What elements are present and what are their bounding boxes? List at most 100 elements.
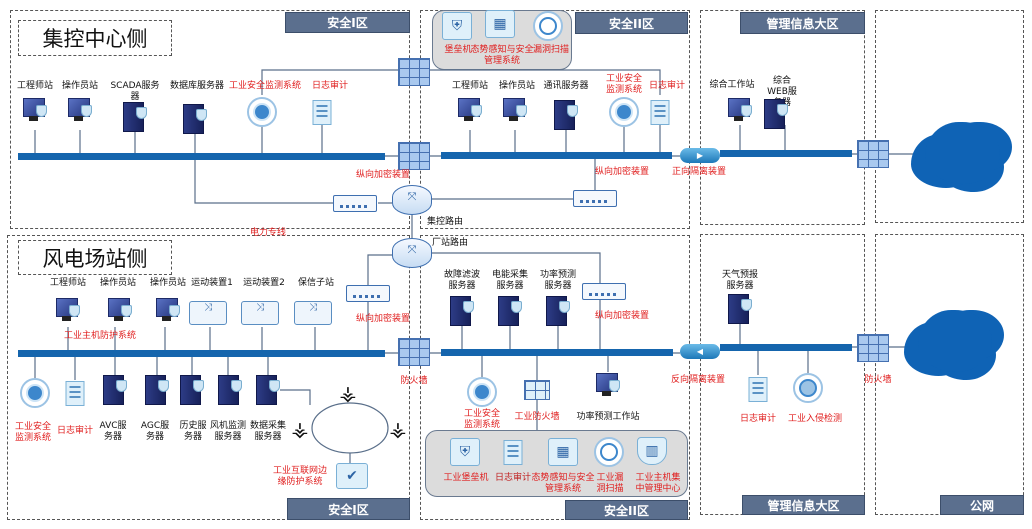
label-router: 集控路由 [426, 217, 464, 227]
workstation-icon [596, 373, 620, 399]
label-encryptor: 纵向加密装置 [594, 167, 650, 177]
node-label: 日志审计 [739, 414, 777, 424]
node-label: 工业入侵检测 [787, 414, 843, 424]
security-monitor-icon [20, 378, 50, 408]
zone-top-public [875, 10, 1024, 223]
workstation-icon [458, 98, 482, 124]
label-host-protection: 工业主机防护系统 [63, 331, 137, 341]
edge-protection-icon: ✔ [336, 463, 368, 489]
zone-header: 安全II区 [575, 12, 688, 34]
server-icon [764, 97, 788, 129]
wind-turbine-icon: ⚶ [291, 417, 309, 441]
node-label: 通讯服务器 [543, 81, 589, 91]
node-label: 操作员站 [61, 81, 99, 91]
group-label: 工业漏洞扫描 [596, 473, 624, 494]
network-bus [18, 153, 385, 160]
situation-awareness-icon: ▦ [548, 438, 578, 466]
forward-isolation-icon: ▶ [680, 148, 720, 163]
node-label: 工程师站 [16, 81, 54, 91]
vulnerability-scan-icon [594, 437, 624, 467]
node-label: 历史服务器 [179, 421, 207, 442]
wind-turbine-icon: ⚶ [389, 417, 407, 441]
node-label: AGC服务器 [140, 421, 170, 442]
workstation-icon [156, 298, 180, 324]
label-dedicated-line: 电力专线 [249, 228, 287, 238]
server-icon [728, 292, 752, 324]
encryption-device-icon [346, 285, 390, 302]
group-label: 态势感知与安全管理系统 [470, 45, 534, 66]
cloud-icon [925, 122, 1000, 184]
workstation-icon [503, 98, 527, 124]
section-title-control-center: 集控中心侧 [18, 20, 172, 56]
group-label: 工业堡垒机 [443, 473, 489, 483]
node-label: 综合工作站 [709, 80, 755, 90]
network-bus [441, 349, 673, 356]
server-icon [554, 98, 578, 130]
encryption-device-icon [573, 190, 617, 207]
zone-header: 安全I区 [285, 12, 410, 33]
firewall-icon [398, 338, 430, 366]
node-label: 操作员站 [498, 81, 536, 91]
node-label: 操作员站 [149, 278, 187, 288]
node-label: 风机监测服务器 [209, 421, 246, 442]
zone-header: 管理信息大区 [740, 12, 865, 34]
host-management-icon: ▥ [637, 437, 667, 465]
node-label: 工程师站 [451, 81, 489, 91]
label-encryptor: 纵向加密装置 [594, 311, 650, 321]
node-label: 工业安全监测系统 [14, 422, 51, 443]
label-reverse-isolation: 反向隔离装置 [670, 375, 726, 385]
node-label: 功率预测工作站 [576, 412, 640, 422]
node-label: 日志审计 [648, 81, 686, 91]
group-label: 工业主机集中管理中心 [635, 473, 681, 494]
zone-top-safety1 [10, 10, 410, 229]
bastion-host-icon: ⛨ [450, 438, 480, 466]
node-label: 日志审计 [56, 426, 94, 436]
industrial-firewall-icon [524, 380, 550, 400]
node-label: 故障滤波服务器 [443, 270, 480, 291]
label-firewall: 防火墙 [864, 375, 892, 385]
workstation-icon [56, 298, 80, 324]
server-icon [546, 294, 570, 326]
server-icon [103, 373, 127, 405]
zone-header: 管理信息大区 [742, 495, 865, 515]
node-label: 工业防火墙 [514, 412, 560, 422]
vulnerability-scan-icon [533, 11, 563, 41]
server-icon [123, 100, 147, 132]
workstation-icon [23, 98, 47, 124]
label-router: 厂站路由 [431, 238, 469, 248]
router-icon: ⤧ [392, 238, 432, 268]
telecontrol-device-icon: ⤨ [189, 301, 227, 325]
wind-turbine-icon: ⚶ [339, 381, 357, 405]
firewall-icon [857, 334, 889, 362]
log-audit-icon [312, 100, 332, 125]
node-label: 工业安全监测系统 [463, 409, 500, 430]
encryption-device-icon [582, 283, 626, 300]
node-label: 日志审计 [311, 81, 349, 91]
router-icon: ⤧ [392, 185, 432, 215]
node-label: 运动装置2 [243, 278, 285, 288]
network-bus [441, 152, 672, 159]
zone-bottom-safety2 [420, 235, 690, 520]
node-label: 天气预报服务器 [721, 270, 758, 291]
server-icon [450, 294, 474, 326]
section-title-wind-farm: 风电场站侧 [18, 240, 172, 275]
zone-header: 公网 [940, 495, 1024, 515]
node-label: 运动装置1 [191, 278, 233, 288]
server-icon [498, 294, 522, 326]
log-audit-icon [503, 440, 523, 465]
server-icon [218, 373, 242, 405]
zone-header: 安全I区 [287, 498, 410, 520]
network-bus [18, 350, 385, 357]
workstation-icon [728, 98, 752, 124]
group-label: 日志审计 [494, 473, 532, 483]
network-bus [720, 150, 852, 157]
server-icon [145, 373, 169, 405]
log-audit-icon [650, 100, 670, 125]
situation-awareness-icon: ▦ [485, 10, 515, 38]
node-label: AVC服务器 [99, 421, 127, 442]
zone-top-mgmt [700, 10, 865, 225]
node-label: 工业安全监测系统 [228, 81, 302, 91]
label-firewall: 防火墙 [400, 376, 428, 386]
network-bus [720, 344, 852, 351]
